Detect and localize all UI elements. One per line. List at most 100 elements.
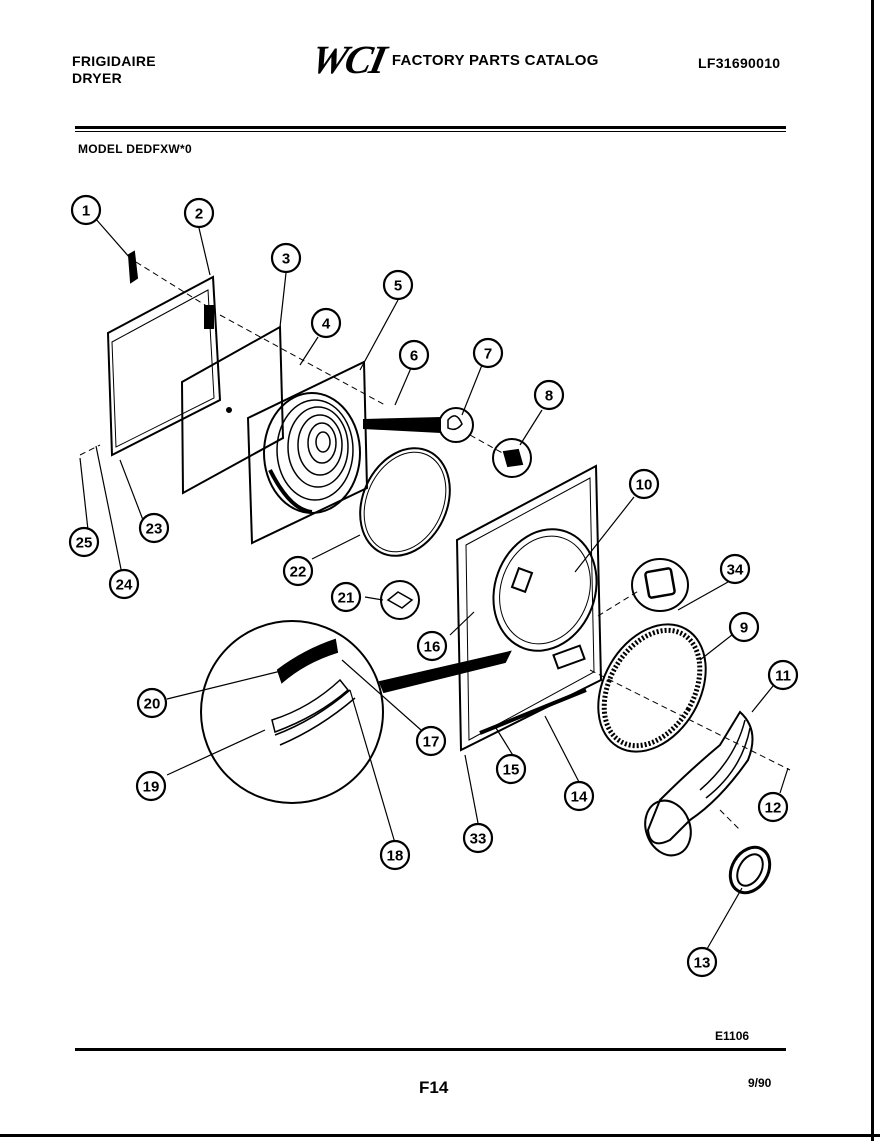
part-callout-10: 10 xyxy=(628,468,660,500)
detail-magnifier xyxy=(200,620,384,804)
header-rule-thin xyxy=(75,131,786,132)
catalog-header: WCI FACTORY PARTS CATALOG xyxy=(307,37,599,82)
leader-lines xyxy=(79,217,789,950)
part-callout-25: 25 xyxy=(68,526,100,558)
callout-label: 3 xyxy=(282,251,290,268)
callout-bubble xyxy=(462,822,494,854)
callout-bubble xyxy=(533,379,565,411)
callout-bubble xyxy=(68,526,100,558)
part-callout-19: 19 xyxy=(135,770,167,802)
callout-bubble xyxy=(382,269,414,301)
part-callout-15: 15 xyxy=(495,753,527,785)
grommet-part xyxy=(728,845,772,895)
callout-label: 4 xyxy=(322,316,331,333)
callout-label: 9 xyxy=(740,620,748,637)
part-callout-3: 3 xyxy=(270,242,302,274)
part-callout-13: 13 xyxy=(686,946,718,978)
callout-bubble xyxy=(270,242,302,274)
callout-bubble xyxy=(416,630,448,662)
callout-bubble xyxy=(330,581,362,613)
part-callout-9: 9 xyxy=(728,611,760,643)
callout-label: 11 xyxy=(775,668,791,685)
callout-bubble xyxy=(686,946,718,978)
front-bulkhead-part xyxy=(455,464,603,752)
model-label: MODEL DEDFXW*0 xyxy=(78,142,192,156)
callout-label: 34 xyxy=(727,562,744,579)
part-callout-4: 4 xyxy=(310,307,342,339)
callout-bubble xyxy=(398,339,430,371)
callout-bubble xyxy=(728,611,760,643)
part-callout-11: 11 xyxy=(767,659,799,691)
callout-label: 21 xyxy=(338,590,355,607)
revision-date: 9/90 xyxy=(748,1076,772,1090)
callout-bubble xyxy=(628,468,660,500)
heater-panel-part xyxy=(246,360,369,545)
callout-bubble xyxy=(767,659,799,691)
callout-bubble xyxy=(136,687,168,719)
callout-label: 16 xyxy=(424,639,441,656)
callout-label: 17 xyxy=(423,734,440,751)
part-callout-21: 21 xyxy=(330,581,362,613)
callout-bubble xyxy=(135,770,167,802)
callout-bubble xyxy=(183,197,215,229)
callout-label: 23 xyxy=(146,521,163,538)
part-callout-6: 6 xyxy=(398,339,430,371)
page-number: F14 xyxy=(419,1078,449,1097)
lint-duct-part xyxy=(646,710,754,845)
callout-label: 19 xyxy=(143,779,160,796)
part-callout-8: 8 xyxy=(533,379,565,411)
callout-label: 14 xyxy=(571,789,588,806)
page-border-bottom xyxy=(0,1134,880,1137)
callout-label: 12 xyxy=(765,800,782,817)
callout-bubble xyxy=(108,568,140,600)
insulation-pad-part xyxy=(180,325,285,495)
callout-label: 8 xyxy=(545,388,553,405)
callout-bubble xyxy=(719,553,751,585)
catalog-number: LF31690010 xyxy=(698,55,781,71)
callout-label: 25 xyxy=(76,535,93,552)
callout-label: 20 xyxy=(144,696,161,713)
clip-part xyxy=(127,250,139,284)
drum-seal-part xyxy=(597,623,707,753)
callout-bubble xyxy=(472,337,504,369)
heater-coil xyxy=(263,392,361,514)
callout-label: 22 xyxy=(290,564,307,581)
footer-rule xyxy=(75,1048,786,1051)
callout-bubble xyxy=(415,725,447,757)
back-panel-part xyxy=(106,275,222,457)
part-callout-34: 34 xyxy=(719,553,751,585)
part-callout-5: 5 xyxy=(382,269,414,301)
callout-label: 7 xyxy=(484,346,492,363)
drawing-id: E1106 xyxy=(715,1029,750,1043)
part-callout-22: 22 xyxy=(282,555,314,587)
brand-name: FRIGIDAIRE xyxy=(72,53,156,69)
part-callout-33: 33 xyxy=(462,822,494,854)
callout-label: 5 xyxy=(394,278,402,295)
diagram-drawing xyxy=(106,250,772,895)
callout-label: 33 xyxy=(470,831,487,848)
callout-bubble xyxy=(757,791,789,823)
callout-label: 2 xyxy=(195,206,203,223)
callout-bubble xyxy=(282,555,314,587)
callout-bubble xyxy=(138,512,170,544)
part-callout-1: 1 xyxy=(70,194,102,226)
part-callout-12: 12 xyxy=(757,791,789,823)
callout-bubble xyxy=(310,307,342,339)
ring-seal-part xyxy=(359,447,451,557)
part-callout-23: 23 xyxy=(138,512,170,544)
part-callout-24: 24 xyxy=(108,568,140,600)
appliance-type: DRYER xyxy=(72,70,122,86)
part-callout-7: 7 xyxy=(472,337,504,369)
callout-label: 18 xyxy=(387,848,404,865)
brand-block: FRIGIDAIRE DRYER xyxy=(72,53,156,87)
callout-label: 24 xyxy=(116,577,133,594)
callout-label: 13 xyxy=(694,955,711,972)
hinge-clip xyxy=(204,305,214,329)
callout-bubble xyxy=(563,780,595,812)
page-border-right xyxy=(871,0,874,1141)
header-rule xyxy=(75,126,786,129)
callout-bubble xyxy=(495,753,527,785)
callout-bubble xyxy=(70,194,102,226)
